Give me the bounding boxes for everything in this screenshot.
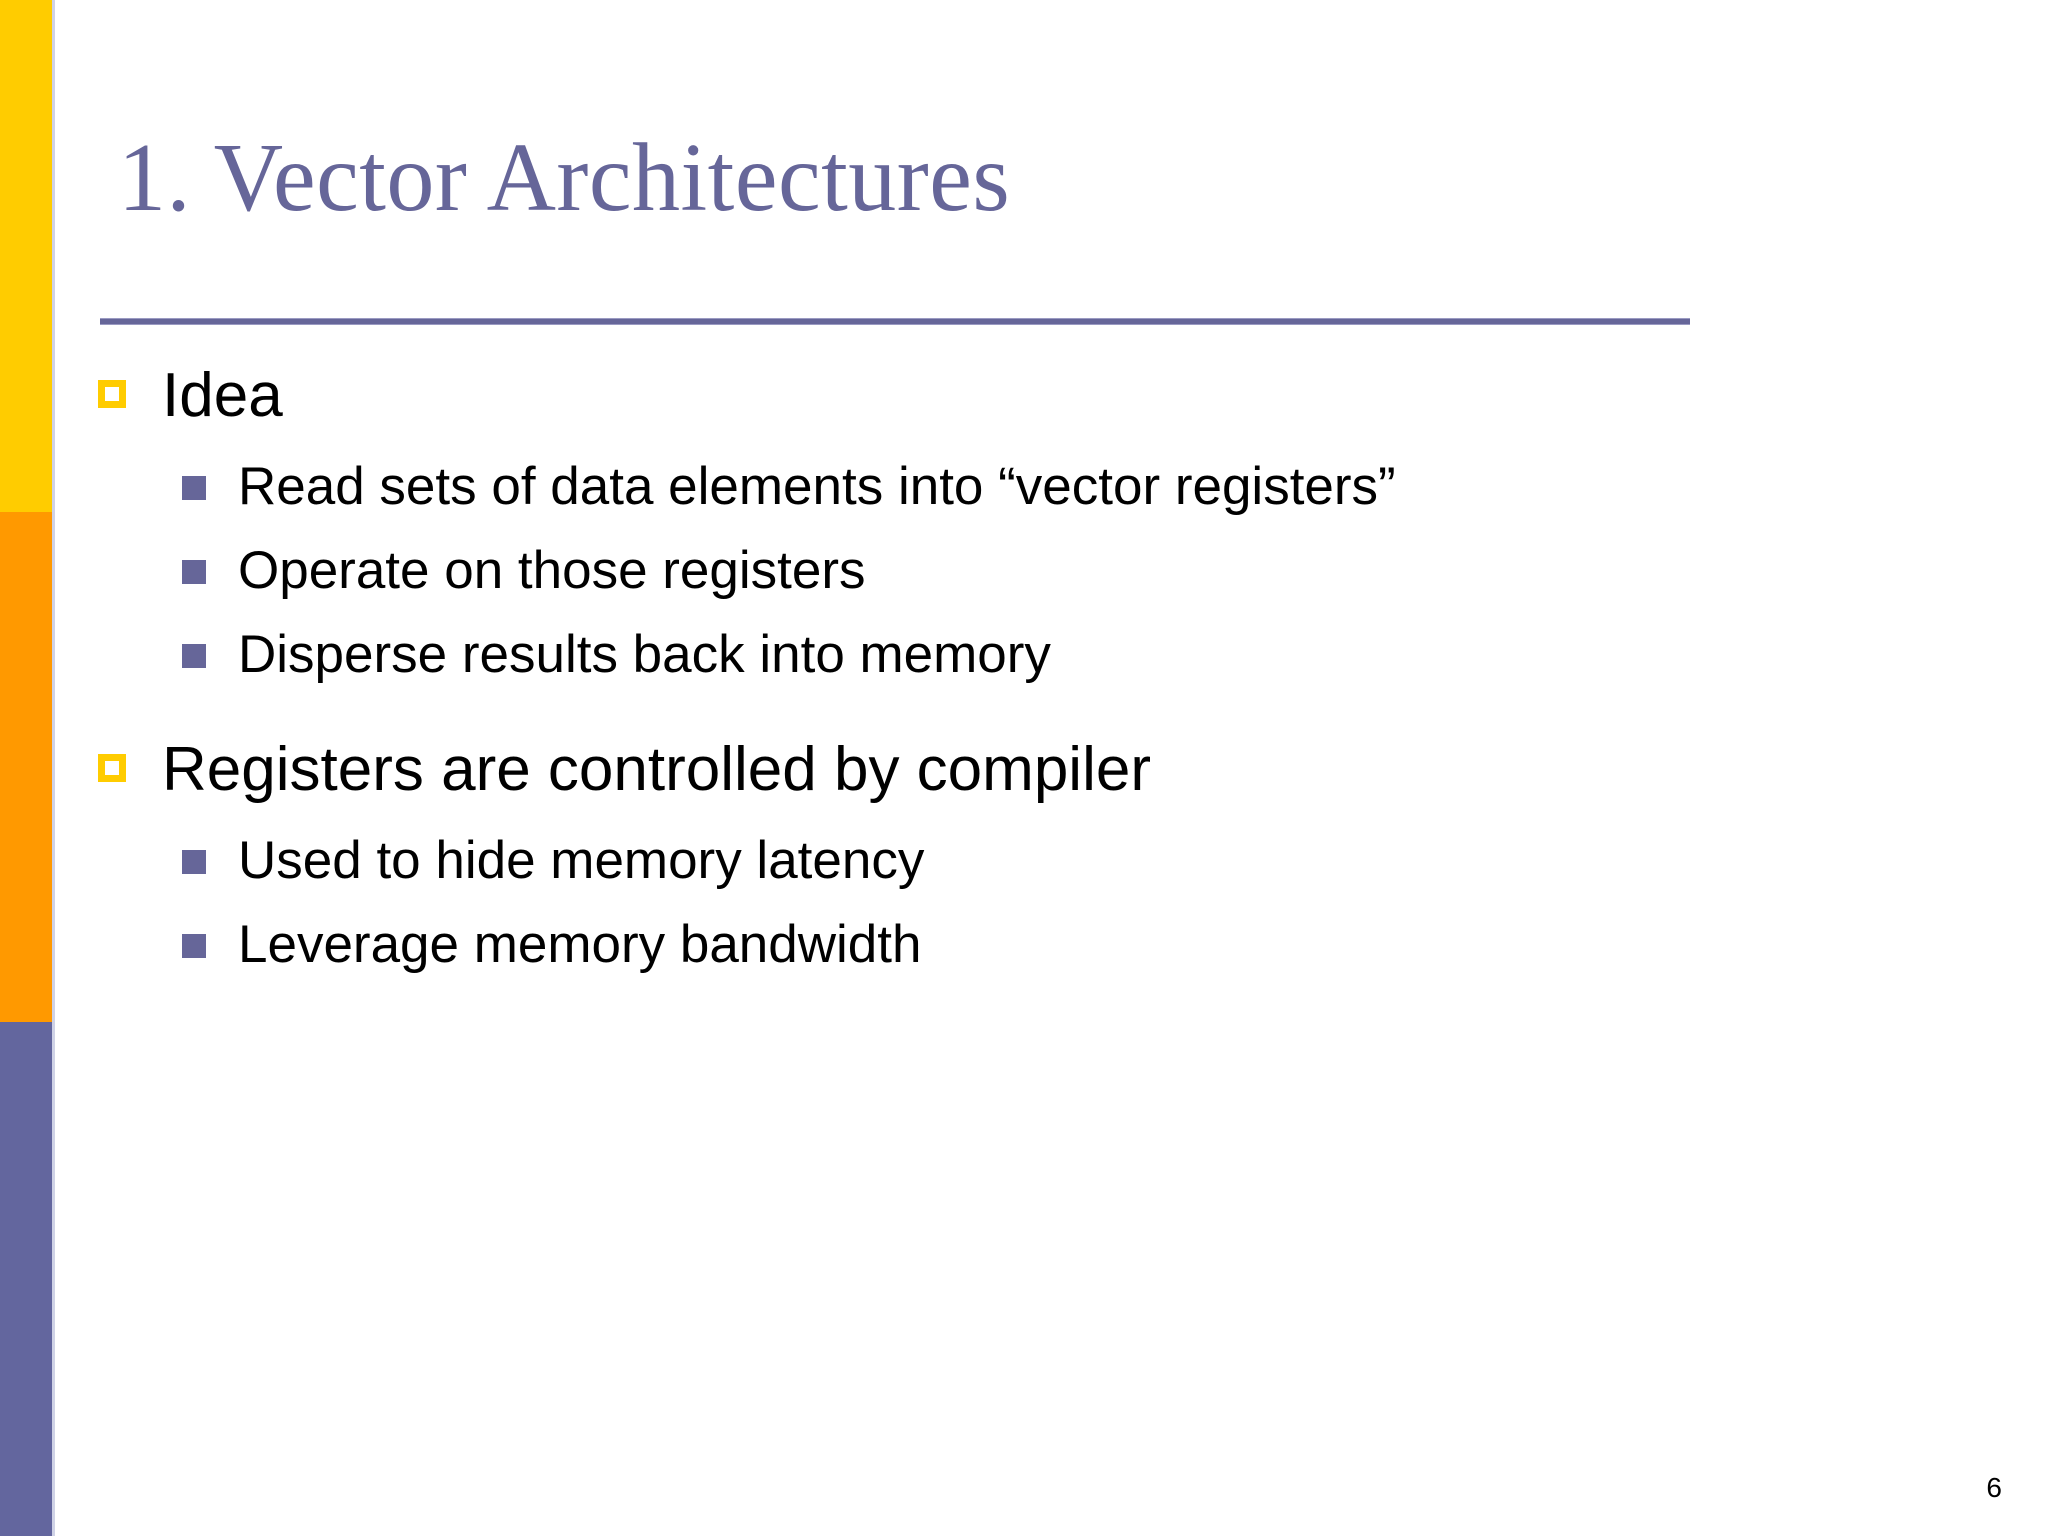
group-spacer (98, 702, 1958, 726)
hollow-square-bullet-icon (98, 380, 126, 408)
filled-square-bullet-icon (182, 934, 206, 958)
bullet-level2-label: Used to hide memory latency (238, 831, 925, 890)
sidebar-band-yellow (0, 0, 52, 512)
sidebar-band-orange (0, 512, 52, 1022)
bullet-level2-label: Leverage memory bandwidth (238, 915, 922, 974)
bullet-level2-disperse-results: Disperse results back into memory (98, 618, 1958, 696)
slide-number: 6 (1986, 1472, 2002, 1503)
filled-square-bullet-icon (182, 476, 206, 500)
bullet-level2-label: Operate on those registers (238, 541, 866, 600)
bullet-level2-label: Disperse results back into memory (238, 625, 1051, 684)
slide-body: Idea Read sets of data elements into “ve… (98, 352, 1958, 992)
title-divider-rule (100, 318, 1690, 325)
filled-square-bullet-icon (182, 560, 206, 584)
filled-square-bullet-icon (182, 850, 206, 874)
bullet-level2-leverage-bandwidth: Leverage memory bandwidth (98, 908, 1958, 986)
bullet-level2-hide-latency: Used to hide memory latency (98, 824, 1958, 902)
sidebar-band-purple (0, 1022, 52, 1536)
filled-square-bullet-icon (182, 644, 206, 668)
bullet-level1-label: Idea (162, 361, 283, 430)
bullet-level2-operate-registers: Operate on those registers (98, 534, 1958, 612)
slide-title: 1. Vector Architectures (118, 124, 1011, 232)
hollow-square-bullet-icon (98, 754, 126, 782)
bullet-level1-label: Registers are controlled by compiler (162, 735, 1151, 804)
bullet-level1-idea: Idea (98, 352, 1958, 444)
left-accent-sidebar (0, 0, 52, 1536)
sidebar-edge-line (52, 0, 55, 1536)
bullet-level1-registers-controlled: Registers are controlled by compiler (98, 726, 1958, 818)
bullet-level2-read-sets: Read sets of data elements into “vector … (98, 450, 1958, 528)
bullet-level2-label: Read sets of data elements into “vector … (238, 457, 1396, 516)
